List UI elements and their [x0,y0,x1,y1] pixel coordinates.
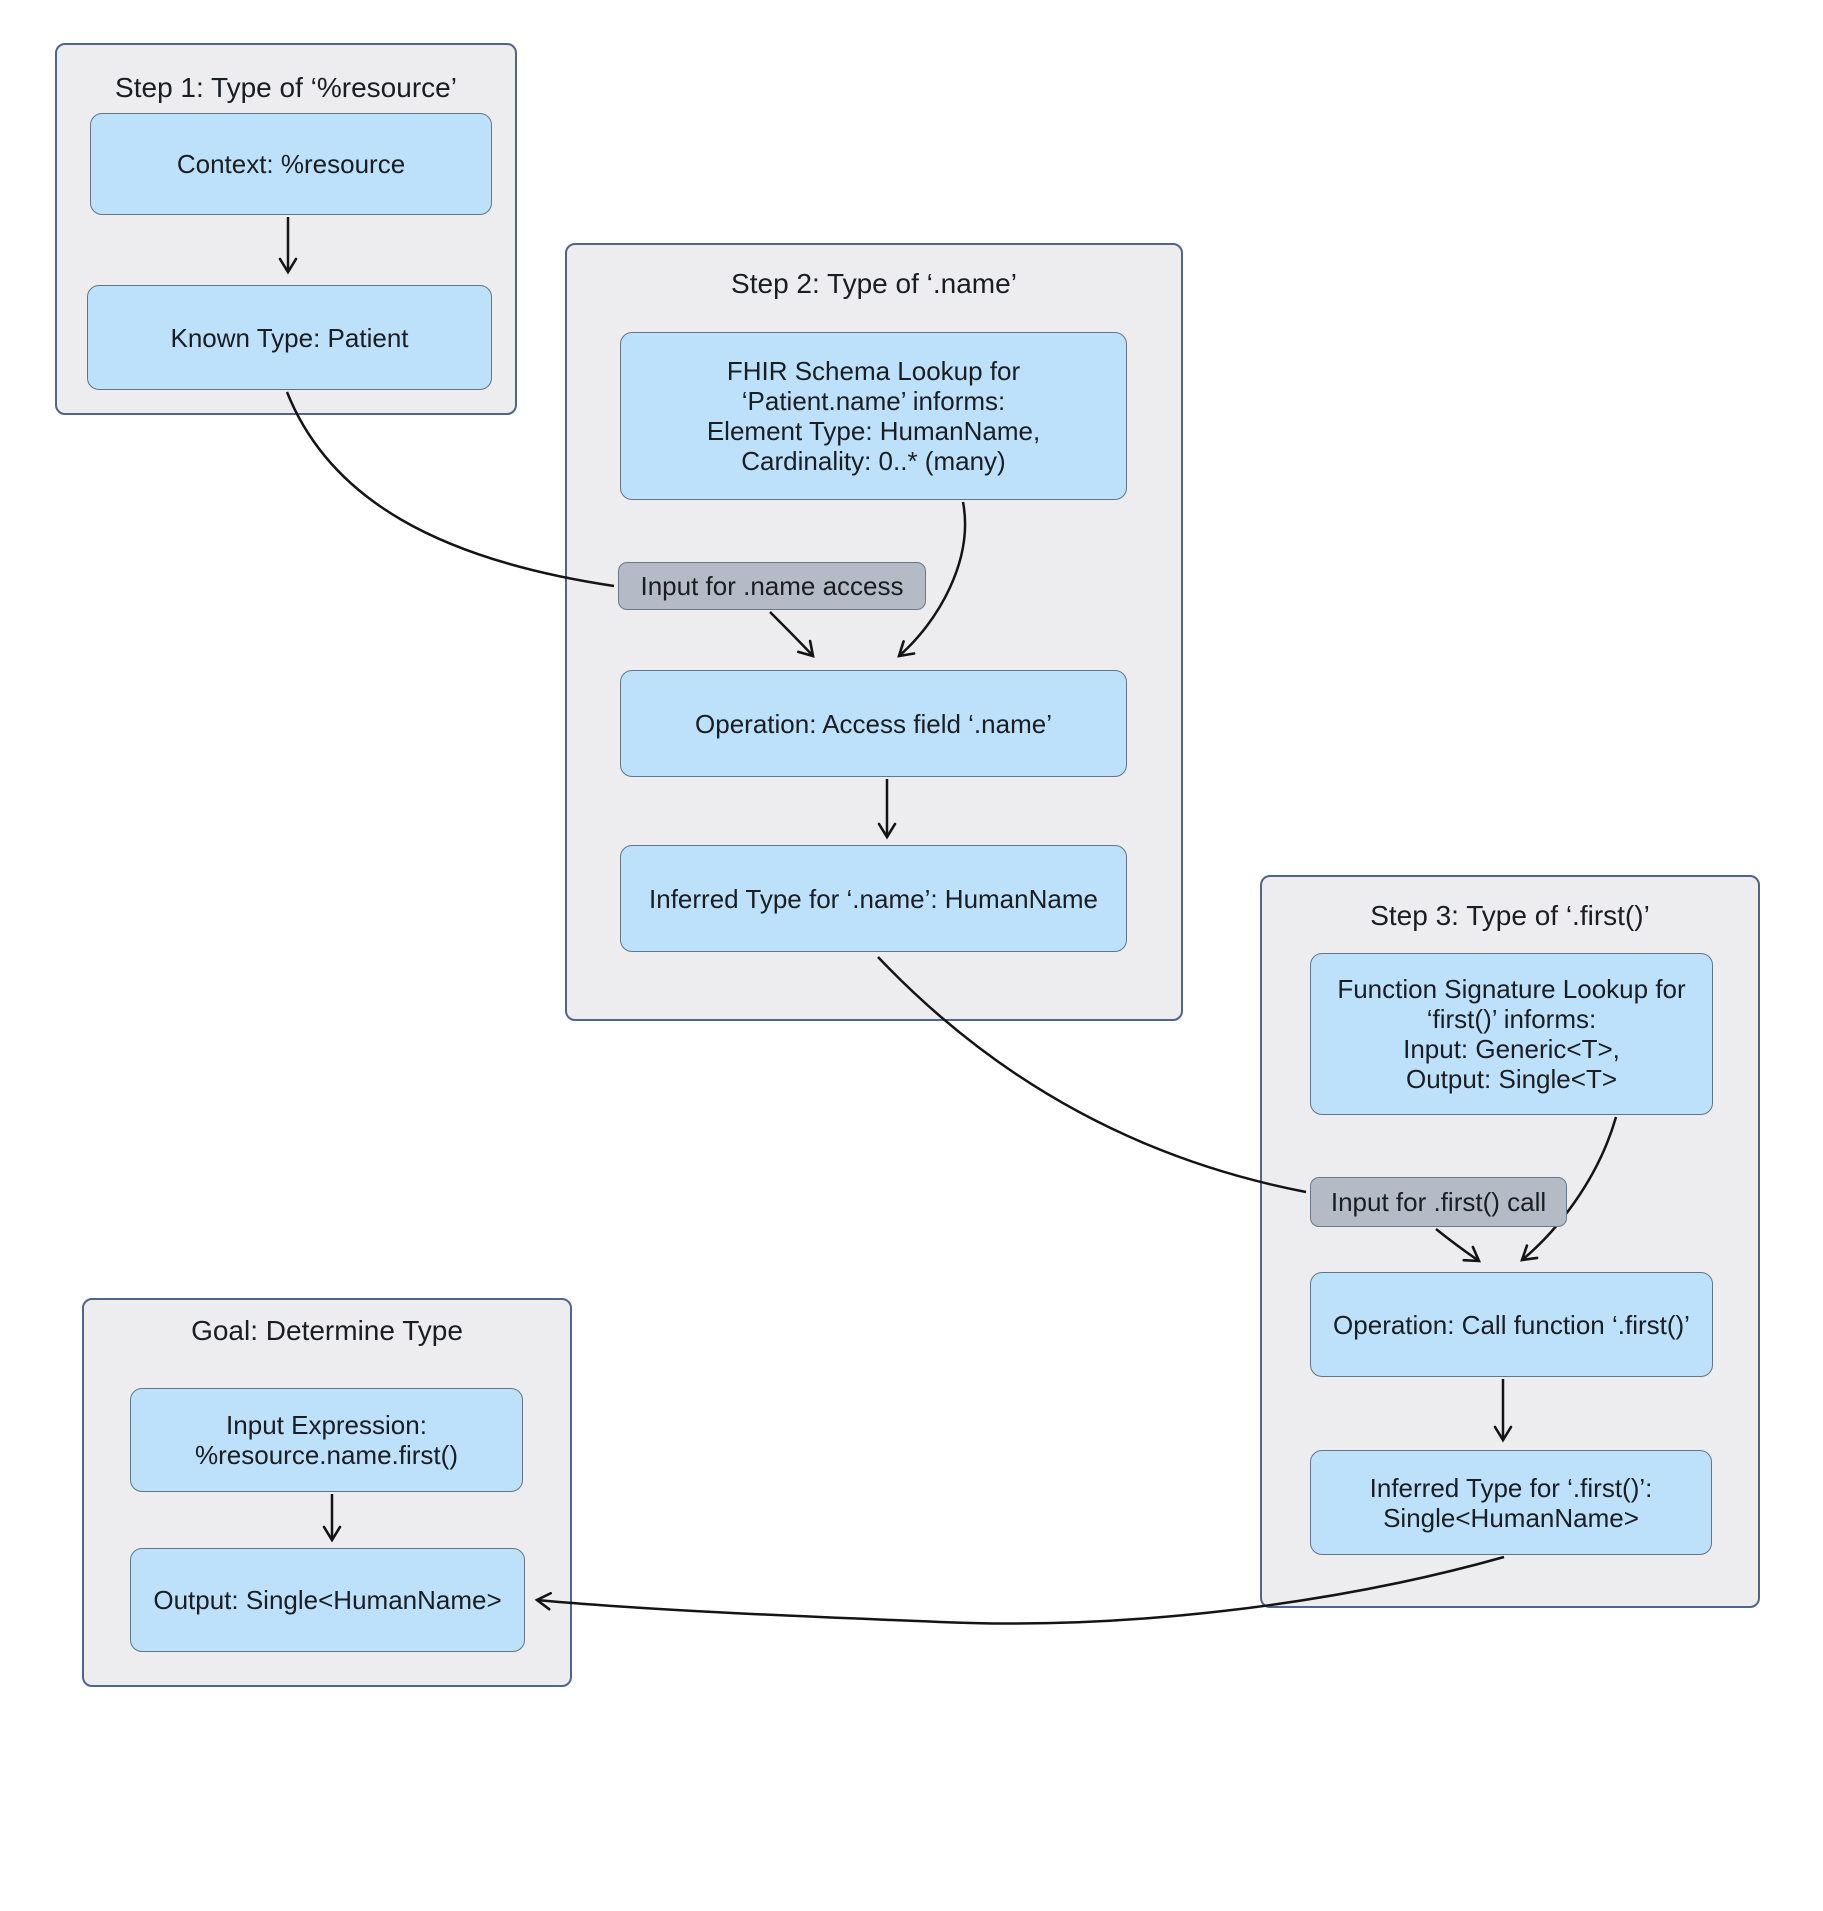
node-known-type: Known Type: Patient [87,285,492,390]
cluster-step1-title: Step 1: Type of ‘%resource’ [115,72,457,103]
node-inferred-type-name: Inferred Type for ‘.name’: HumanName [620,845,1127,952]
node-input-expression: Input Expression: %resource.name.first() [130,1388,523,1492]
cluster-step2-title: Step 2: Type of ‘.name’ [731,268,1017,299]
node-context: Context: %resource [90,113,492,215]
edge-label-input-name-access: Input for .name access [618,562,926,610]
cluster-step3-title: Step 3: Type of ‘.first()’ [1370,900,1650,931]
node-operation-access-name: Operation: Access field ‘.name’ [620,670,1127,777]
node-output: Output: Single<HumanName> [130,1548,525,1652]
edge-label-input-first-call: Input for .first() call [1310,1177,1567,1227]
cluster-goal-title: Goal: Determine Type [191,1315,463,1346]
node-fhir-schema-lookup: FHIR Schema Lookup for ‘Patient.name’ in… [620,332,1127,500]
node-function-signature-lookup: Function Signature Lookup for ‘first()’ … [1310,953,1713,1115]
node-operation-call-first: Operation: Call function ‘.first()’ [1310,1272,1713,1377]
node-inferred-type-first: Inferred Type for ‘.first()’: Single<Hum… [1310,1450,1712,1555]
